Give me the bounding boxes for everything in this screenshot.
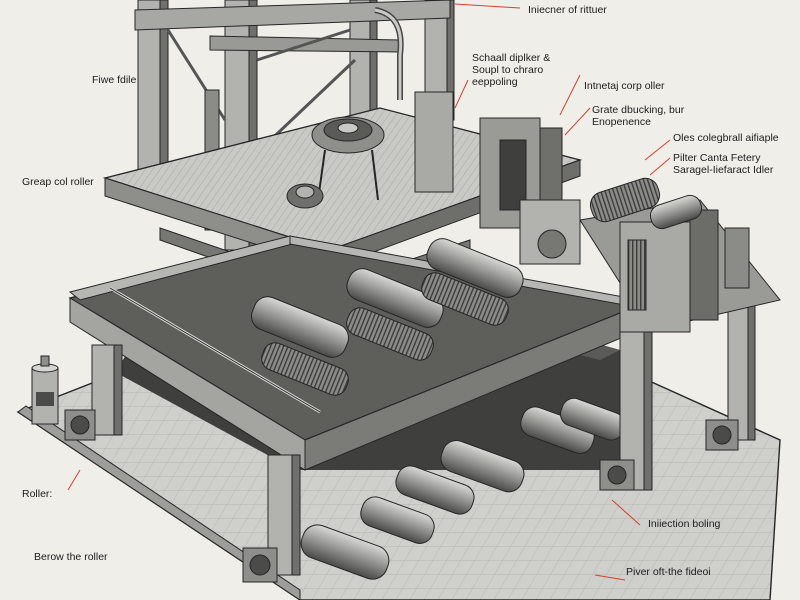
support-legs (91, 299, 756, 576)
callout-oles: Oles colegbrall aifiaple (673, 132, 779, 144)
gear-icon (311, 116, 385, 201)
callout-top-right: Iniecner of rittuer (528, 4, 607, 16)
cylinder-canister-icon (31, 355, 59, 425)
roller-icon (346, 307, 434, 361)
center-column-assembly (414, 91, 581, 265)
roller-icon (250, 296, 350, 358)
callout-pilter: Pilter Canta Fetery Saragel-Iiefaract Id… (673, 152, 774, 176)
roller-icon (421, 272, 509, 326)
roller-icon (261, 342, 349, 396)
roller-icon (426, 238, 524, 298)
callout-leader-lines (67, 3, 671, 581)
gear-icon (286, 183, 324, 209)
roller-icon (346, 268, 444, 328)
callout-injection: Iniiection boling (648, 518, 721, 530)
callout-intnetaj: Intnetaj corp oller (584, 80, 665, 92)
roller-icon (649, 194, 703, 230)
callout-below-roller: Berow the roller (34, 551, 108, 563)
bearing-block-icon (64, 409, 96, 441)
roller-icon (300, 524, 390, 580)
right-press-unit (579, 177, 781, 333)
callout-grate: Grate dbucking, bur Enopenence (592, 104, 685, 128)
roller-icon (440, 440, 525, 493)
lower-rollers (300, 397, 625, 580)
bearing-block-icon (705, 419, 739, 451)
callout-roller-left: Roller: (22, 488, 53, 500)
roller-icon (360, 496, 435, 544)
callout-five-fdile: Fiwe fdile (92, 74, 137, 86)
roller-icon (589, 177, 661, 223)
callout-piver: Piver oft-the fideoi (626, 566, 711, 578)
bearing-block-icon (599, 459, 635, 491)
callout-greap: Greap col roller (22, 176, 94, 188)
deck-rollers (250, 238, 524, 396)
roller-icon (395, 465, 475, 515)
bearing-block-icon (242, 547, 278, 583)
callout-schaall-block: Schaall diplker & Soupl to chraro eeppol… (472, 52, 551, 88)
